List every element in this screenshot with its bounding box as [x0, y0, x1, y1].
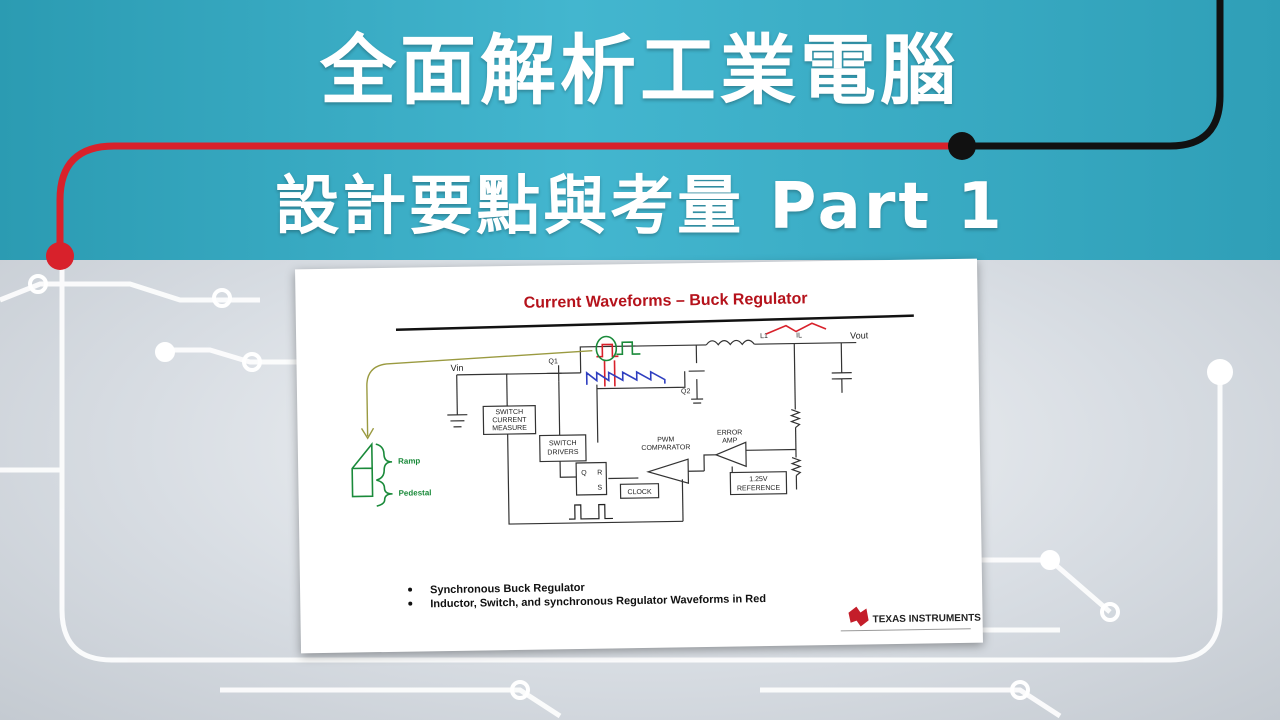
- footer-rule: [840, 628, 971, 632]
- flop-q-label: Q: [581, 470, 587, 477]
- bullet-dot: [408, 587, 413, 592]
- switch-current-label: MEASURE: [492, 425, 527, 433]
- black-trace-node: [948, 132, 976, 160]
- reference-label: 1.25V: [749, 476, 768, 483]
- trace-node: [28, 274, 48, 294]
- l1-label: L1: [760, 333, 768, 340]
- q2-label: Q2: [681, 388, 691, 395]
- trace-node: [1100, 602, 1120, 622]
- texas-instruments-logo: TEXAS INSTRUMENTS: [848, 606, 982, 627]
- clock-pulses: [568, 503, 613, 520]
- clock-label: CLOCK: [627, 489, 652, 496]
- bullet-item: Synchronous Buck Regulator: [430, 582, 586, 596]
- switch-drivers-box: [539, 434, 587, 463]
- circuit-wiring: [447, 339, 857, 525]
- bullet-item: Inductor, Switch, and synchronous Regula…: [430, 593, 766, 610]
- flop-r-label: R: [597, 470, 602, 477]
- switch-current-label: CURRENT: [492, 417, 527, 425]
- black-trace: [962, 0, 1224, 150]
- green-waveform: [616, 341, 641, 356]
- vout-label: Vout: [850, 330, 869, 340]
- switch-current-measure-box: [482, 405, 537, 436]
- switch-drivers-label: DRIVERS: [547, 449, 579, 456]
- red-trace-node: [46, 242, 74, 270]
- rs-flipflop-box: [575, 461, 608, 496]
- flop-s-label: S: [597, 485, 602, 492]
- bullet-dot: [408, 601, 413, 606]
- ramp-pedestal-waveform: [351, 441, 374, 498]
- trace-node: [212, 288, 232, 308]
- header-banner: [0, 0, 1280, 260]
- ramp-label: Ramp: [398, 456, 420, 465]
- trace-node: [1040, 550, 1060, 570]
- ti-logo-icon: [848, 606, 869, 627]
- slide-image: Current Waveforms – Buck Regulator: [295, 258, 983, 654]
- slide-heading: Current Waveforms – Buck Regulator: [523, 290, 807, 311]
- blue-waveform: [585, 370, 666, 385]
- ramp-brace: [375, 443, 393, 481]
- vin-label: Vin: [451, 363, 464, 373]
- green-highlight-circle: [595, 335, 618, 362]
- page-title: 全面解析工業電腦: [320, 26, 960, 115]
- trace-node: [155, 342, 175, 362]
- switch-drivers-label: SWITCH: [549, 440, 577, 447]
- clock-box: [619, 483, 660, 499]
- white-trace: [59, 262, 1223, 663]
- white-trace: [760, 687, 1062, 719]
- pedestal-brace: [376, 479, 393, 507]
- trace-node: [1010, 680, 1030, 700]
- red-trace: [56, 142, 962, 256]
- pwm-label: COMPARATOR: [641, 444, 690, 452]
- white-trace: [0, 281, 260, 303]
- white-trace: [160, 347, 300, 365]
- il-label: IL: [796, 332, 802, 339]
- white-trace: [220, 687, 562, 719]
- switch-current-label: SWITCH: [495, 409, 523, 416]
- q1-label: Q1: [548, 358, 558, 365]
- reference-box: [729, 471, 788, 496]
- pwm-label: PWM: [657, 436, 674, 443]
- ti-logo-text: TEXAS INSTRUMENTS: [873, 613, 982, 626]
- pedestal-label: Pedestal: [398, 488, 431, 498]
- trace-node: [242, 352, 262, 372]
- error-amp-label: AMP: [722, 437, 738, 444]
- page-subtitle: 設計要點與考量 Part 1: [275, 170, 1005, 244]
- trace-node: [1207, 359, 1233, 385]
- reference-label: REFERENCE: [737, 485, 781, 493]
- heading-rule: [395, 314, 914, 332]
- trace-node: [510, 680, 530, 700]
- callout-arrow: [360, 350, 593, 440]
- buck-regulator-diagram: Current Waveforms – Buck Regulator: [351, 290, 982, 632]
- error-amp-label: ERROR: [717, 429, 742, 436]
